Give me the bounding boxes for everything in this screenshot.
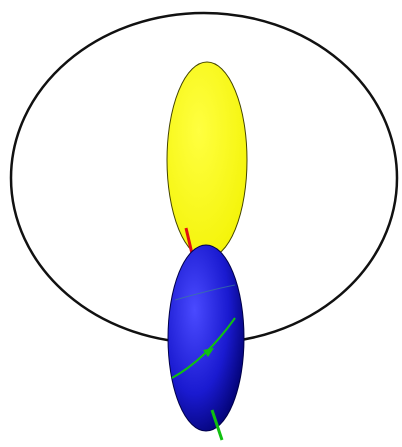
yellow-ellipsoid	[167, 62, 247, 258]
blue-ellipsoid	[168, 245, 244, 431]
